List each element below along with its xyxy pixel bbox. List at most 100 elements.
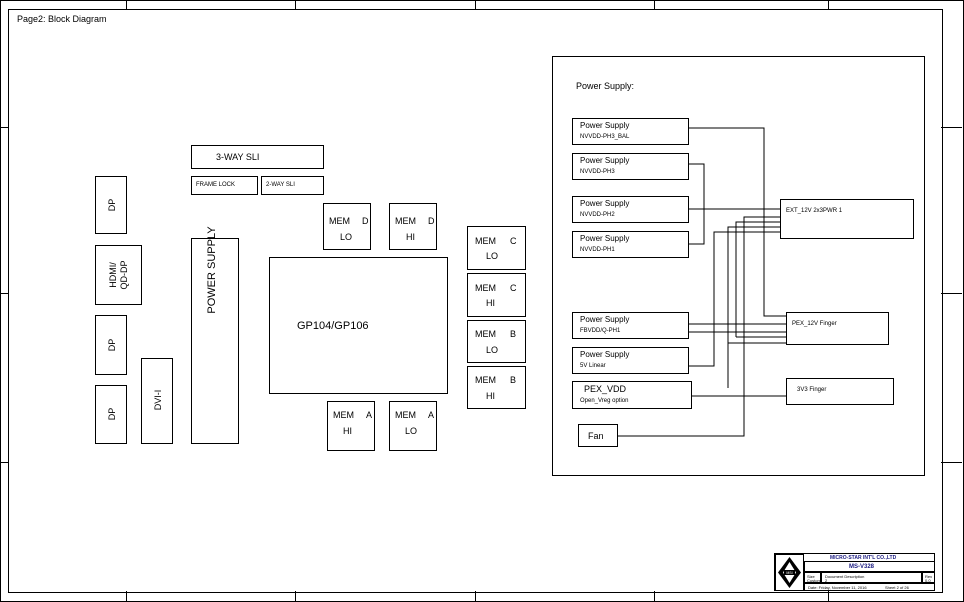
power-block-sub: NVVDD-PH2 (580, 212, 615, 218)
size-label: Size (807, 574, 815, 579)
power-block-title: Power Supply (580, 350, 630, 359)
mem-a-hi: MEM A HI (327, 401, 375, 451)
pex-12v-label: PEX_12V Finger (792, 321, 837, 327)
mem-rank: HI (343, 426, 352, 436)
wire (689, 163, 705, 245)
power-supply-block: POWER SUPPLY (191, 226, 239, 444)
dp-connector-2: DP (95, 315, 127, 375)
page-title: Page2: Block Diagram (17, 14, 107, 24)
mem-d-hi: MEM D HI (389, 203, 437, 250)
mem-label: MEM (475, 329, 496, 339)
mem-label: MEM (475, 236, 496, 246)
size-value: Custom (807, 578, 821, 583)
power-block-title: Power Supply (580, 199, 630, 208)
zone-tick (0, 293, 8, 294)
mem-label: MEM (329, 216, 350, 226)
two-way-sli-block: 2-WAY SLI (261, 176, 324, 195)
mem-rank: LO (405, 426, 418, 436)
pex-12v-finger-source: PEX_12V Finger (786, 312, 889, 345)
zone-tick (941, 127, 962, 128)
three-way-sli-block: 3-WAY SLI (191, 145, 324, 169)
zone-tick (828, 591, 829, 601)
zone-tick (475, 591, 476, 601)
zone-tick (126, 0, 127, 9)
sheet-label: Sheet 2 of 26 (885, 585, 909, 590)
ext-12v-source: EXT_12V 2x3PWR 1 (780, 199, 914, 239)
zone-tick (941, 293, 962, 294)
mem-label: MEM (333, 410, 354, 420)
mem-b-hi: MEM B HI (467, 366, 526, 409)
dp-connector-3: DP (95, 385, 127, 444)
company-name: MICRO-STAR INT'L CO.,LTD (830, 555, 897, 561)
mem-channel: A (428, 410, 435, 420)
wire (727, 226, 780, 388)
frame-lock-block: FRAME LOCK (191, 176, 258, 195)
mem-a-lo: MEM A LO (389, 401, 437, 451)
zone-tick (475, 0, 476, 9)
power-block-title: Power Supply (580, 121, 630, 130)
power-block-sub: FBVDD/Q-PH1 (580, 328, 621, 334)
power-block-title: PEX_VDD (584, 384, 627, 394)
power-block-sub: NVVDD-PH1 (580, 247, 615, 253)
power-supply-fbvdd: Power Supply FBVDD/Q-PH1 (572, 312, 689, 339)
dvi-i-connector: DVI-I (141, 358, 173, 444)
title-block: MSI MICRO-STAR INT'L CO.,LTD MS-V328 Siz… (774, 553, 935, 591)
power-supply-5v-linear: Power Supply 5V Linear (572, 347, 689, 374)
pex-vdd-block: PEX_VDD Open_Vreg option (572, 381, 692, 409)
power-block-sub: 5V Linear (580, 363, 606, 369)
mem-rank: LO (486, 345, 499, 355)
zone-tick (828, 0, 829, 9)
gpu-label: GP104/GP106 (297, 320, 369, 332)
mem-channel: D (362, 216, 369, 226)
wire (618, 216, 780, 437)
mem-channel: D (428, 216, 435, 226)
two-way-sli-label: 2-WAY SLI (266, 182, 295, 188)
mem-channel: A (366, 410, 373, 420)
wire (689, 231, 780, 367)
mem-label: MEM (475, 283, 496, 293)
power-block-title: Power Supply (580, 315, 630, 324)
fan-block: Fan (578, 424, 618, 447)
power-supply-nvvdd-ph3-bal: Power Supply NVVDD-PH3_BAL (572, 118, 689, 145)
date-label: Date: Friday, November 11, 2016 (808, 585, 867, 590)
power-supply-nvvdd-ph3: Power Supply NVVDD-PH3 (572, 153, 689, 180)
rev-value: 0.0 (925, 578, 931, 583)
mem-channel: C (510, 236, 517, 246)
doc-label: Document Description (825, 574, 865, 579)
power-block-title: Power Supply (580, 156, 630, 165)
logo-cell: MSI (775, 554, 804, 591)
mem-rank: HI (486, 298, 495, 308)
rev-label: Rev (925, 574, 933, 579)
mem-c-hi: MEM C HI (467, 273, 526, 317)
size-cell: Size Custom (804, 572, 821, 583)
mem-label: MEM (395, 216, 416, 226)
v33-finger-source: 3V3 Finger (786, 378, 894, 405)
power-supply-nvvdd-ph1: Power Supply NVVDD-PH1 (572, 231, 689, 258)
mem-rank: LO (340, 232, 353, 242)
zone-tick (126, 591, 127, 601)
fan-label: Fan (588, 431, 604, 441)
zone-tick (654, 591, 655, 601)
mem-rank: HI (406, 232, 415, 242)
mem-c-lo: MEM C LO (467, 226, 526, 270)
rev-cell: Rev 0.0 (922, 572, 935, 583)
power-block-title: Power Supply (580, 234, 630, 243)
mem-label: MEM (475, 375, 496, 385)
mem-b-lo: MEM B LO (467, 320, 526, 363)
mem-channel: B (510, 329, 517, 339)
hdmi-qd-dp-connector: HDMI/ QD-DP (95, 245, 142, 305)
svg-text:MSI: MSI (786, 571, 792, 575)
zone-tick (295, 591, 296, 601)
msi-logo-icon: MSI (778, 557, 801, 588)
gpu-block: GP104/GP106 (269, 257, 448, 394)
power-block-sub: NVVDD-PH3 (580, 169, 615, 175)
v33-label: 3V3 Finger (797, 387, 827, 393)
power-block-sub: NVVDD-PH3_BAL (580, 134, 630, 140)
zone-tick (0, 127, 8, 128)
mem-rank: LO (486, 251, 499, 261)
mem-label: MEM (395, 410, 416, 420)
mem-channel: C (510, 283, 517, 293)
zone-tick (0, 462, 8, 463)
mem-channel: B (510, 375, 517, 385)
